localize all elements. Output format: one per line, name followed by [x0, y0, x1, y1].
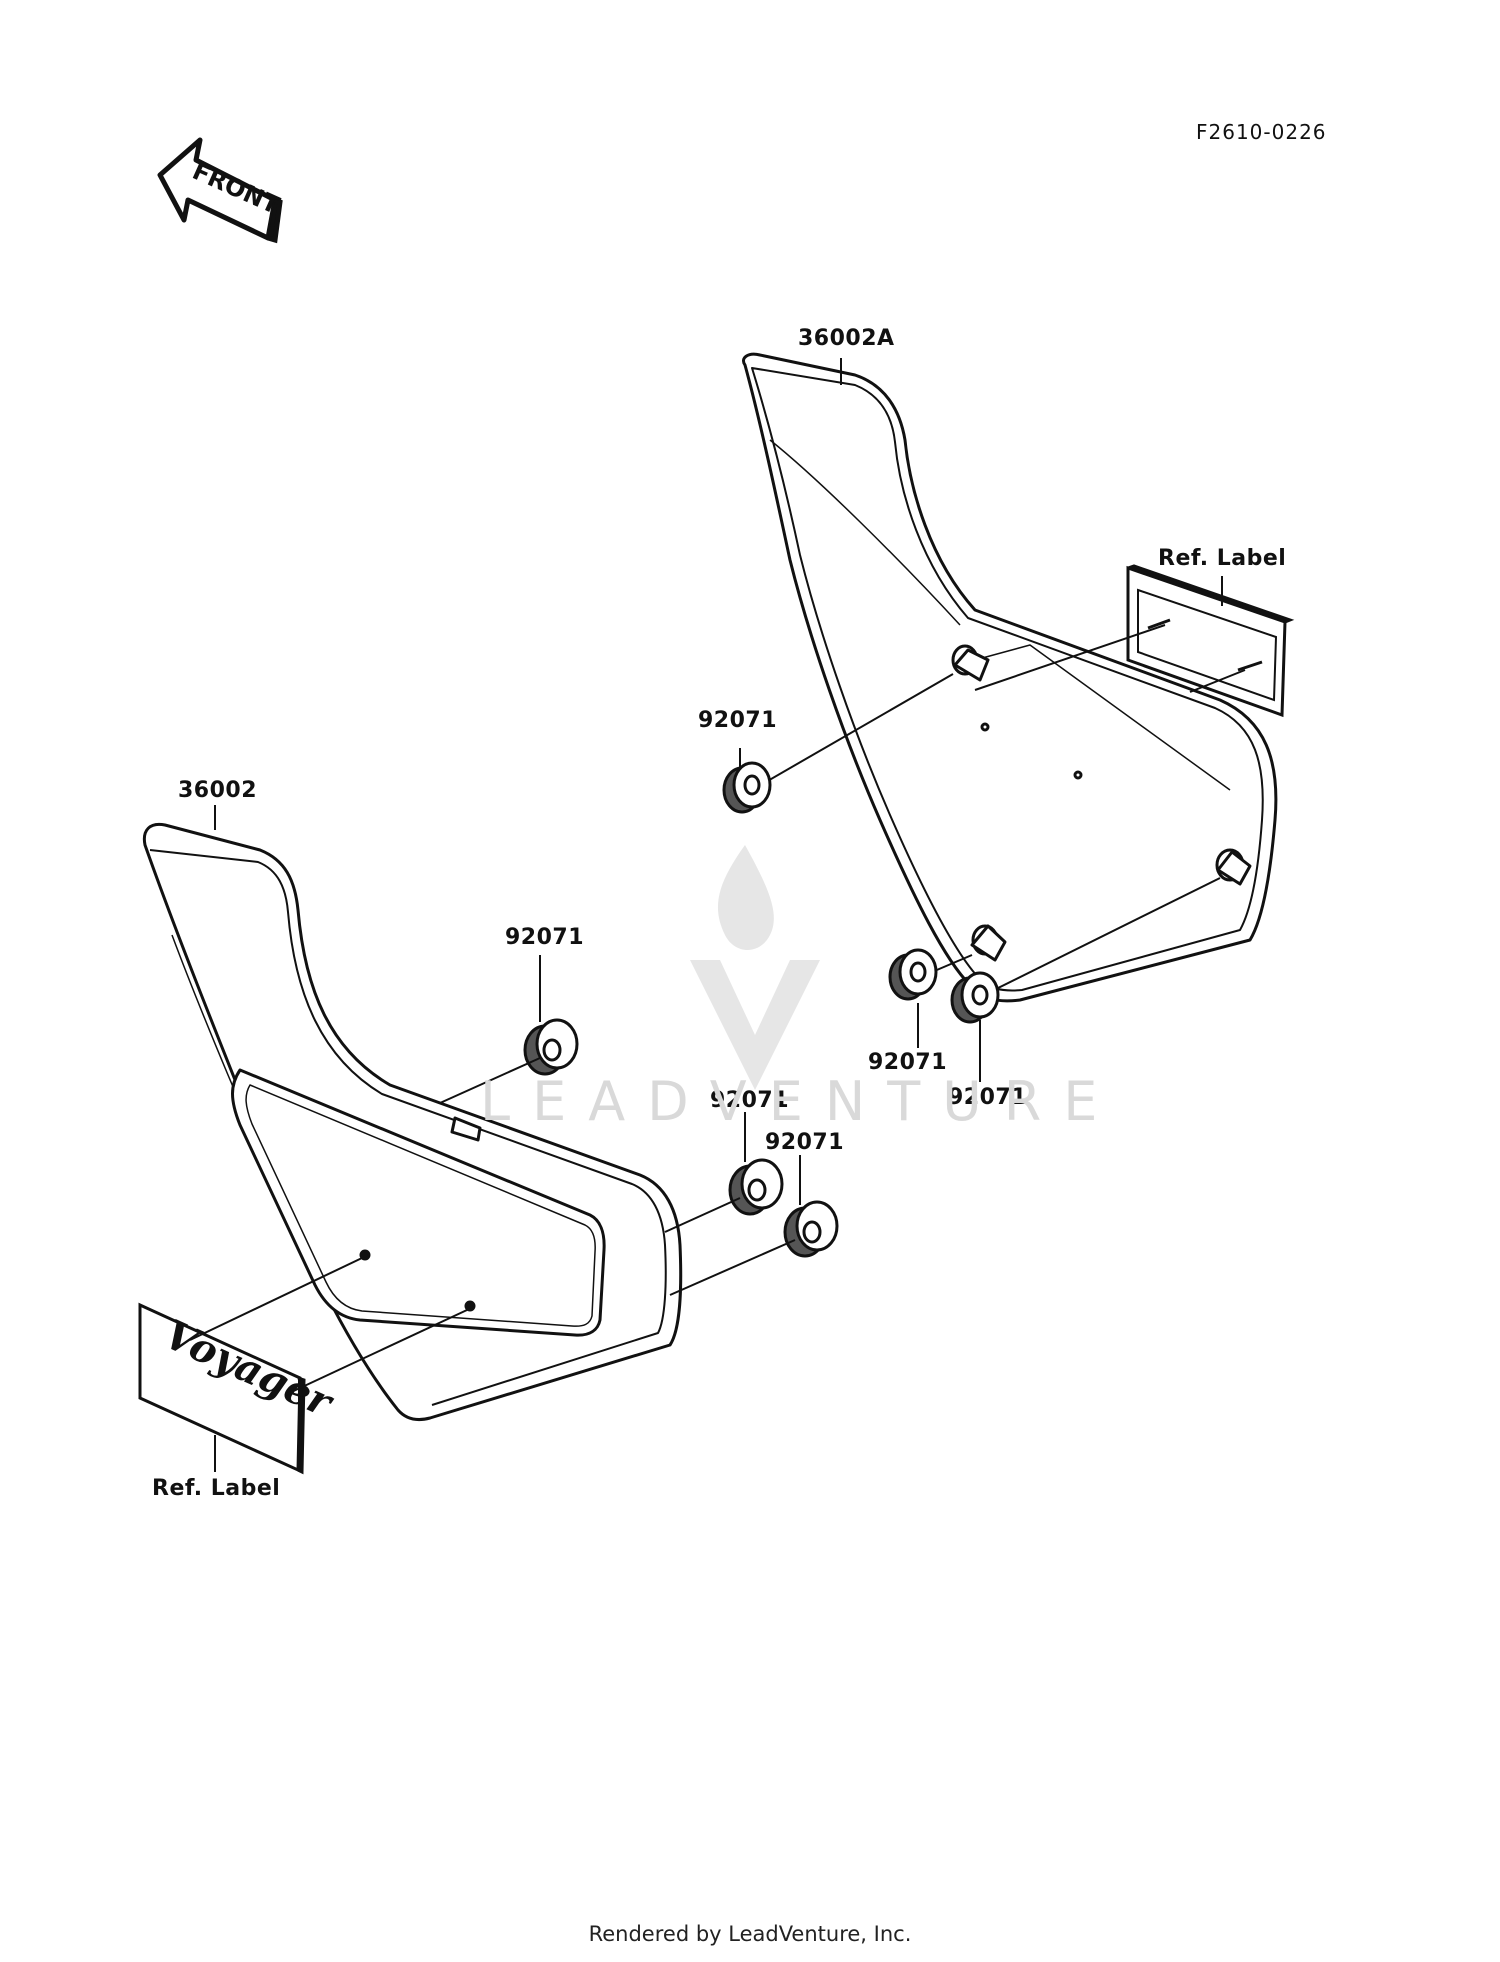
ref-label-plate-right — [1126, 564, 1295, 718]
grommet-left-low — [783, 1200, 839, 1258]
watermark-logo — [690, 845, 820, 1090]
grommet-right-lower-b — [950, 971, 1000, 1024]
ref-label-left: Ref. Label — [152, 1476, 281, 1501]
leader-lines-right — [739, 358, 1246, 1082]
part-label-92071-left-upper: 92071 — [505, 925, 585, 950]
left-side-cover — [142, 822, 683, 1422]
part-label-92071-right-lower-b: 92071 — [948, 1085, 1028, 1110]
part-label-92071-right-lower-a: 92071 — [868, 1050, 948, 1075]
part-label-92071-right-upper: 92071 — [698, 708, 778, 733]
part-label-36002: 36002 — [178, 778, 258, 803]
front-arrow-icon — [157, 137, 283, 244]
grommet-left-upper — [523, 1018, 579, 1076]
part-label-36002A: 36002A — [798, 326, 895, 351]
part-label-92071-left-mid: 92071 — [710, 1088, 790, 1113]
leader-lines-left — [189, 805, 801, 1472]
ref-label-right: Ref. Label — [1158, 546, 1287, 571]
grommet-left-mid — [728, 1158, 784, 1216]
grommet-right-lower-a — [888, 948, 938, 1001]
drawing-code: F2610-0226 — [1196, 120, 1327, 144]
voyager-emblem-plate — [138, 1302, 306, 1475]
grommet-right-upper — [722, 761, 772, 814]
watermark-text: LEADVENTURE — [480, 1070, 1120, 1133]
part-label-92071-left-low: 92071 — [765, 1130, 845, 1155]
footer-credit: Rendered by LeadVenture, Inc. — [588, 1922, 912, 1946]
